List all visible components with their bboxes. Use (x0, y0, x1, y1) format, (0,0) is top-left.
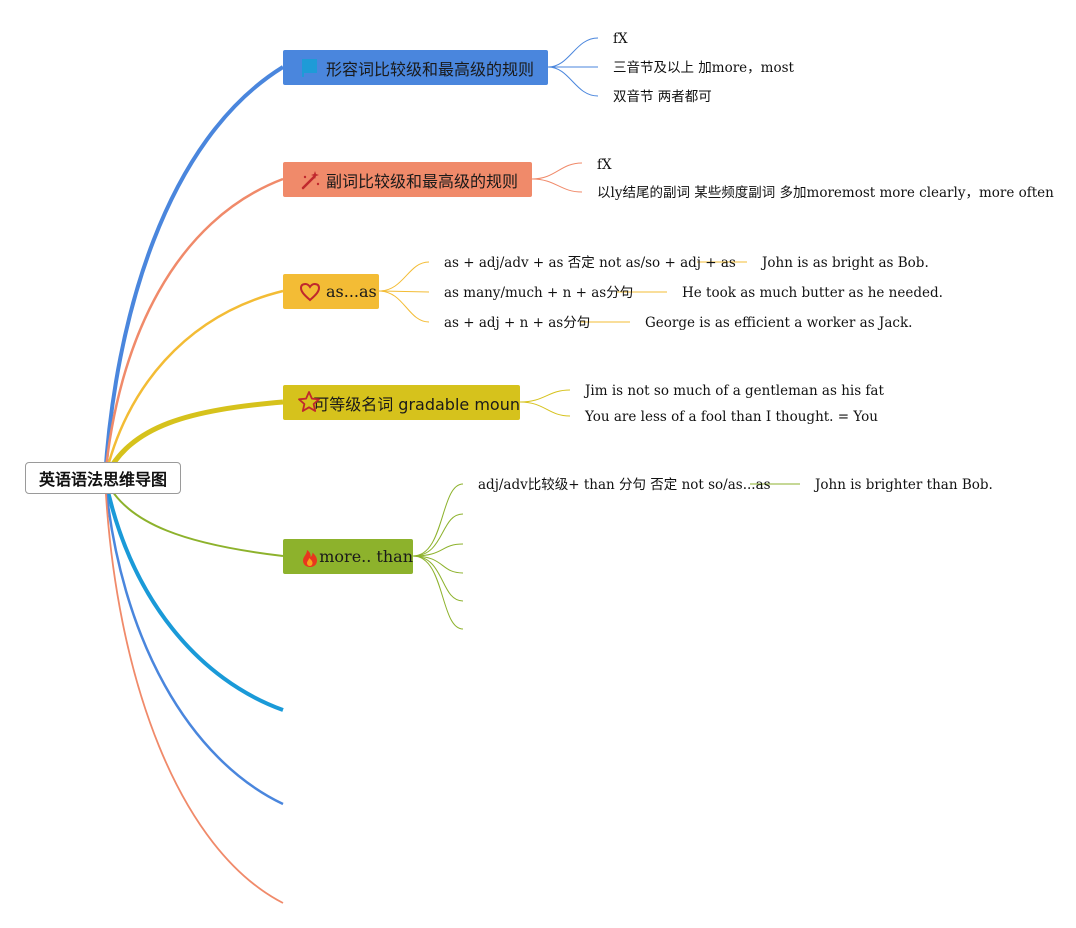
branch-line-8 (104, 477, 284, 904)
leaf-item[interactable]: 双音节 两者都可 (613, 89, 712, 105)
branch-line-2 (103, 177, 284, 479)
branch-line-3 (103, 289, 284, 479)
topic-label: as...as (326, 282, 377, 301)
leaf-item[interactable]: fX (597, 157, 612, 173)
topic-as-as[interactable]: as...as (283, 274, 379, 309)
example-item[interactable]: John is brighter than Bob. (815, 477, 993, 493)
example-item[interactable]: George is as efficient a worker as Jack. (645, 315, 913, 331)
branch-line-4 (102, 399, 284, 480)
branch-line-6 (103, 477, 284, 712)
leaf-item[interactable]: You are less of a fool than I thought. =… (585, 409, 878, 425)
leaf-item[interactable]: as + adj + n + as分句 (444, 315, 591, 331)
leaf-item[interactable]: as many/much + n + as分句 (444, 285, 634, 301)
leaf-item[interactable]: Jim is not so much of a gentleman as his… (585, 383, 884, 399)
topic-adjective-rules[interactable]: 形容词比较级和最高级的规则 (283, 50, 548, 85)
root-topic[interactable]: 英语语法思维导图 (25, 462, 181, 494)
magic-wand-icon (299, 169, 321, 191)
topic-gradable-nouns[interactable]: 可等级名词 gradable moun (283, 385, 520, 420)
star-icon (298, 390, 320, 414)
leaf-item[interactable]: adj/adv比较级+ than 分句 否定 not so/as...as (478, 477, 771, 493)
topic-label: more.. than (319, 547, 413, 566)
leaf-item[interactable]: 三音节及以上 加more，most (613, 60, 794, 76)
example-item[interactable]: John is as bright as Bob. (762, 255, 929, 271)
topic-label: 可等级名词 gradable moun (313, 394, 520, 414)
topic-adverb-rules[interactable]: 副词比较级和最高级的规则 (283, 162, 532, 197)
branch-line-7 (103, 477, 284, 806)
topic-label: 形容词比较级和最高级的规则 (326, 59, 535, 79)
leaf-item[interactable]: fX (613, 31, 628, 47)
fire-icon (299, 546, 317, 568)
root-label: 英语语法思维导图 (38, 470, 167, 489)
topic-label: 副词比较级和最高级的规则 (326, 171, 519, 191)
branch-line-1 (103, 65, 285, 479)
flag-icon (299, 57, 321, 79)
leaf-item[interactable]: 以ly结尾的副词 某些频度副词 多加moremost more clearly，… (597, 185, 1054, 201)
heart-icon (299, 281, 321, 303)
leaf-item[interactable]: as + adj/adv + as 否定 not as/so + adj + a… (444, 255, 736, 271)
topic-more-than[interactable]: more.. than (283, 539, 413, 574)
example-item[interactable]: He took as much butter as he needed. (682, 285, 943, 301)
branch-line-5 (104, 477, 284, 557)
